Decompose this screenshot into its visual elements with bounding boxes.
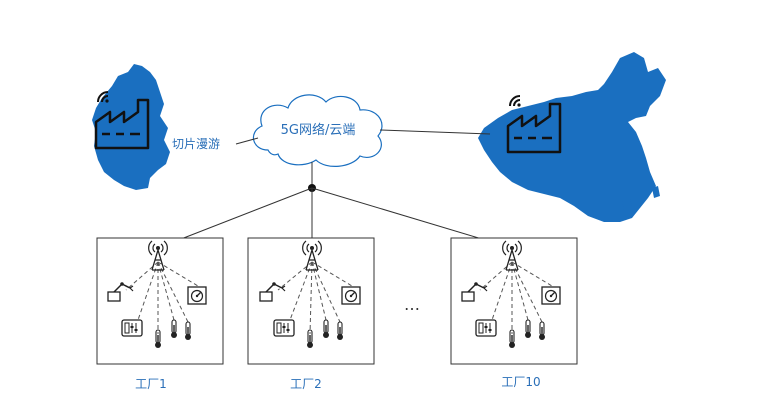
wifi-signal-icon xyxy=(509,95,522,108)
factory-box-2 xyxy=(247,237,375,365)
right-map-region xyxy=(478,52,666,222)
factory-label-2: 工厂2 xyxy=(290,377,322,391)
link-cloud-right xyxy=(379,129,491,135)
slice-roaming-label: 切片漫游 xyxy=(172,137,220,151)
cloud-label: 5G网络/云端 xyxy=(281,122,356,138)
cloud-node: 5G网络/云端 xyxy=(252,94,383,167)
factory-box-10 xyxy=(450,237,578,365)
factory-box-1 xyxy=(96,237,224,365)
left-map-region xyxy=(92,64,170,190)
factory-label-10: 工厂10 xyxy=(501,375,540,389)
link-left-cloud xyxy=(235,137,259,145)
factory-label-1: 工厂1 xyxy=(135,377,167,391)
ellipsis: … xyxy=(404,295,420,314)
